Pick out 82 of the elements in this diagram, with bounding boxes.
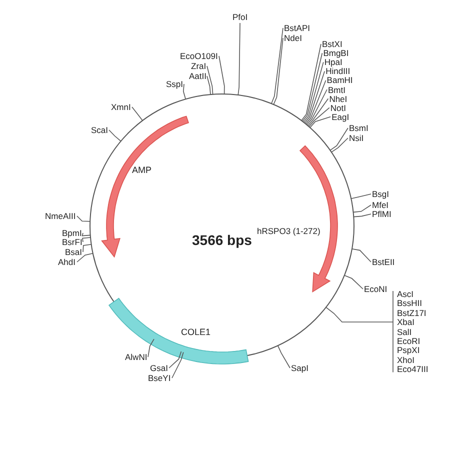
leader-line: [172, 352, 184, 378]
restriction-site-label: BsaI: [65, 247, 82, 257]
leader-line: [82, 244, 92, 252]
restriction-site-label: SspI: [166, 79, 184, 89]
leader-line: [206, 76, 211, 95]
leader-line: [76, 216, 90, 222]
feature-label: AMP: [132, 164, 152, 176]
restriction-site-label: NsiI: [349, 133, 364, 143]
restriction-site-label: NotI: [330, 102, 346, 113]
restriction-site-label: XhoI: [397, 354, 414, 365]
restriction-site-label: HpaI: [324, 57, 342, 68]
leader-line: [326, 290, 394, 373]
leader-line: [76, 253, 94, 262]
leader-line: [331, 138, 348, 153]
leader-line: [82, 232, 91, 236]
restriction-site-label: PspXI: [397, 345, 420, 356]
restriction-site-label: BssHII: [397, 298, 422, 308]
restriction-site-label: BsrFI: [62, 237, 82, 247]
leader-line: [168, 351, 182, 368]
leader-line: [238, 22, 240, 96]
restriction-site-label: AatII: [189, 71, 206, 81]
restriction-site-label: Eco47III: [397, 364, 428, 374]
leader-line: [310, 116, 331, 128]
leader-line: [303, 62, 324, 123]
leader-line: [82, 237, 91, 242]
leader-line: [330, 128, 348, 151]
restriction-site-label: BamHI: [326, 75, 353, 86]
restriction-site-label: BpmI: [62, 228, 82, 238]
leader-line: [273, 38, 284, 105]
restriction-site-label: ZraI: [191, 61, 206, 71]
leader-line: [352, 204, 372, 213]
leader-line: [352, 248, 372, 262]
leader-line: [218, 56, 225, 94]
restriction-site-label: PflMI: [372, 209, 392, 219]
leader-line: [305, 80, 326, 124]
restriction-site-label: NmeAIII: [45, 211, 76, 221]
leader-line: [344, 275, 364, 290]
restriction-site-label: NdeI: [284, 33, 302, 43]
restriction-site-label: EcoNI: [364, 284, 388, 294]
leader-line: [302, 52, 323, 122]
leader-line: [308, 98, 329, 126]
leader-line: [306, 89, 328, 126]
leader-line: [301, 44, 322, 121]
leader-line: [350, 194, 372, 199]
restriction-site-label: AhdI: [58, 257, 76, 267]
restriction-site-label: PfoI: [232, 12, 248, 22]
leader-line: [148, 338, 154, 358]
restriction-site-label: AlwNI: [125, 352, 148, 362]
leader-line: [183, 84, 186, 100]
restriction-site-label: BmtI: [328, 84, 346, 94]
leader-line: [304, 70, 325, 124]
feature-label: COLE1: [181, 326, 211, 338]
restriction-site-label: BsgI: [372, 189, 390, 199]
restriction-site-label: EcoO109I: [180, 51, 218, 61]
restriction-site-label: XbaI: [397, 317, 414, 328]
restriction-site-label: EcoRI: [397, 336, 420, 346]
restriction-site-label: NheI: [329, 94, 348, 104]
leader-line: [308, 107, 330, 128]
leader-line: [353, 214, 372, 218]
restriction-site-label: BstZ17I: [397, 308, 426, 318]
feature-label: hRSPO3 (1-272): [257, 226, 320, 238]
restriction-site-label: MfeI: [372, 200, 389, 210]
restriction-site-label: BsmI: [349, 123, 368, 133]
leader-line: [132, 106, 143, 121]
restriction-site-label: AscI: [397, 289, 414, 299]
restriction-site-label: HindIII: [326, 66, 350, 76]
restriction-site-label: ScaI: [91, 125, 108, 135]
leader-line: [206, 66, 214, 95]
restriction-site-label: EagI: [332, 112, 350, 122]
restriction-site-label: BstEII: [372, 257, 395, 267]
restriction-site-label: BstAPI: [284, 23, 310, 33]
restriction-site-label: BmgBI: [323, 48, 349, 58]
plasmid-size-label: 3566 bps: [192, 232, 252, 248]
leader-line: [277, 345, 290, 368]
restriction-site-label: GsaI: [150, 363, 168, 373]
leader-line: [108, 130, 122, 142]
restriction-site-label: BseYI: [148, 373, 171, 383]
restriction-site-label: SalI: [397, 326, 412, 337]
leader-line: [271, 28, 284, 104]
restriction-site-label: SapI: [291, 363, 308, 373]
restriction-site-label: XmnI: [111, 102, 131, 112]
restriction-site-label: BstXI: [322, 39, 342, 49]
